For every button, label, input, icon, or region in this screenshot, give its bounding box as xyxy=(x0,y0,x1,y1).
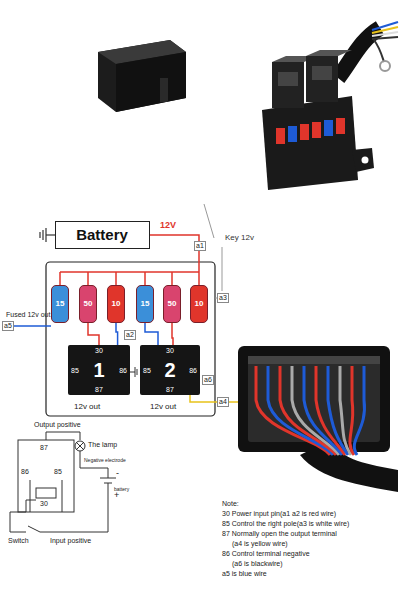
wire xyxy=(150,235,199,285)
note-line: a5 is blue wire xyxy=(222,570,267,578)
pin-number: 85 xyxy=(71,367,79,374)
switch-label: Key 12v xyxy=(225,234,254,243)
wire xyxy=(116,323,118,345)
wire-tag: a2 xyxy=(124,330,136,340)
pin-number: 86 xyxy=(21,468,29,476)
wire-tag: a3 xyxy=(217,293,229,303)
note-line: 87 Normally open the output terminal xyxy=(222,530,337,538)
fuse-rating: 10 xyxy=(195,300,204,308)
battery-box: Battery xyxy=(55,221,150,249)
note-line: 30 Power input pin(a1 a2 is red wire) xyxy=(222,510,336,518)
schematic-label: The lamp xyxy=(88,441,117,449)
pin-number: 30 xyxy=(166,347,174,354)
output-label: 12v out xyxy=(150,403,176,412)
polarity-sign: - xyxy=(116,469,119,479)
relay-box: 30 85 1 86 87 xyxy=(68,345,130,395)
pin-number: 86 xyxy=(119,367,127,374)
note-heading: Note: xyxy=(222,500,239,508)
fuse-rating: 10 xyxy=(112,300,121,308)
note-line: 85 Control the right pole(a3 is white wi… xyxy=(222,520,349,528)
connector-photo xyxy=(238,346,398,492)
wire-tag: a4 xyxy=(217,397,229,407)
fuse: 50 xyxy=(163,285,181,323)
wire-voltage: 12V xyxy=(160,221,176,231)
schematic-label: Switch xyxy=(8,537,29,545)
fuse: 50 xyxy=(79,285,97,323)
pin-number: 30 xyxy=(95,347,103,354)
pin-number: 87 xyxy=(95,386,103,393)
note-line: (a4 is yellow wire) xyxy=(232,540,288,548)
battery-label: Battery xyxy=(76,227,128,242)
fuse: 10 xyxy=(190,285,208,323)
fuse: 15 xyxy=(136,285,154,323)
pin-number: 30 xyxy=(40,500,48,508)
cover-photo xyxy=(98,40,186,112)
pin-number: 87 xyxy=(40,444,48,452)
relay-number: 2 xyxy=(164,360,175,380)
fuse-rating: 50 xyxy=(168,300,177,308)
pin-number: 86 xyxy=(189,367,197,374)
fuse: 10 xyxy=(107,285,125,323)
relay-box-photo xyxy=(262,22,398,190)
wire-tag: a5 xyxy=(2,321,14,331)
pin-number: 85 xyxy=(143,367,151,374)
polarity-sign: + xyxy=(114,491,119,501)
relay-number: 1 xyxy=(93,360,104,380)
pin-number: 87 xyxy=(166,386,174,393)
fuse-rating: 15 xyxy=(141,300,150,308)
fuse: 15 xyxy=(51,285,69,323)
output-label: Fused 12v out xyxy=(6,311,50,319)
output-label: 12v out xyxy=(74,403,100,412)
fuse-rating: 15 xyxy=(56,300,65,308)
wire xyxy=(172,323,173,345)
wire xyxy=(145,323,158,345)
wire xyxy=(88,323,99,345)
schematic-label: Input positive xyxy=(50,537,91,545)
note-line: (a6 is blackwire) xyxy=(232,560,283,568)
schematic-label: Negative electrode xyxy=(84,458,126,464)
wire-tag: a6 xyxy=(202,375,214,385)
note-line: 86 Control terminal negative xyxy=(222,550,310,558)
fuse-rating: 50 xyxy=(84,300,93,308)
schematic-label: Output positive xyxy=(34,421,81,429)
wire-tag: a1 xyxy=(194,241,206,251)
pin-number: 85 xyxy=(54,468,62,476)
relay-box: 30 85 2 86 87 xyxy=(140,345,200,395)
